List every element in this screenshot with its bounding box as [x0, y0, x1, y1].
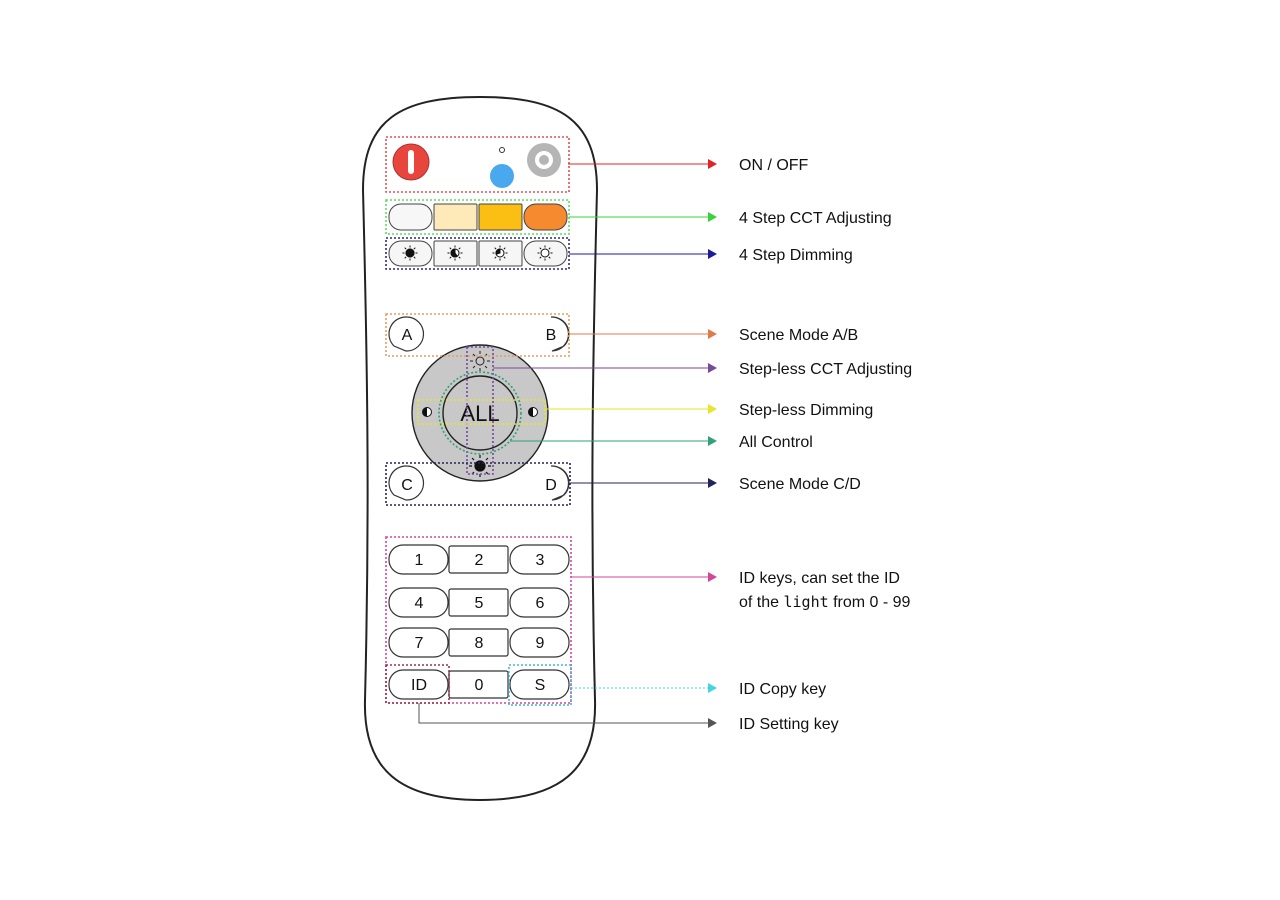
- stepless-cct-box: [466, 346, 494, 475]
- dim-step-button-3[interactable]: [478, 240, 523, 267]
- key-label: 0: [475, 677, 484, 694]
- arrowhead-icon: [708, 718, 717, 728]
- dim-group-box: [385, 237, 570, 270]
- scene-d-button[interactable]: D: [545, 465, 570, 501]
- key-8-button[interactable]: 8: [448, 628, 509, 657]
- all-control-box: [438, 371, 522, 455]
- arrowhead-icon: [708, 404, 717, 414]
- annotation-label: Step-less CCT Adjusting: [739, 361, 912, 378]
- annotation-label: Scene Mode A/B: [739, 327, 858, 344]
- annotation-3: Scene Mode A/B: [569, 327, 858, 344]
- mode-button[interactable]: [527, 143, 561, 177]
- id-setting-box: [385, 664, 450, 704]
- key-9-button[interactable]: 9: [509, 627, 570, 658]
- key-s-button[interactable]: S: [509, 669, 570, 700]
- annotation-1: 4 Step CCT Adjusting: [569, 210, 892, 227]
- svg-text:A: A: [402, 327, 413, 344]
- key-label: 1: [415, 552, 424, 569]
- key-7-button[interactable]: 7: [388, 627, 449, 658]
- indicator-led: [499, 147, 505, 153]
- brightness-icon: [492, 245, 508, 261]
- arrowhead-icon: [708, 572, 717, 582]
- key-4-button[interactable]: 4: [388, 587, 449, 618]
- annotation-label: 4 Step Dimming: [739, 247, 853, 264]
- brightness-icon: [447, 245, 463, 261]
- key-label: 3: [536, 552, 545, 569]
- cct-step-button-2[interactable]: [433, 203, 478, 231]
- dim-step-button-4[interactable]: [523, 240, 568, 267]
- key-3-button[interactable]: 3: [509, 544, 570, 575]
- annotation-7: Scene Mode C/D: [570, 476, 861, 493]
- arrowhead-icon: [708, 212, 717, 222]
- power-button[interactable]: [392, 143, 430, 181]
- svg-text:D: D: [545, 477, 557, 494]
- annotation-label: 4 Step CCT Adjusting: [739, 210, 892, 227]
- arrowhead-icon: [708, 436, 717, 446]
- key-label: 9: [536, 635, 545, 652]
- key-label: 6: [536, 595, 545, 612]
- cct-step-button-1[interactable]: [388, 203, 433, 231]
- key-label: 4: [415, 595, 424, 612]
- svg-text:C: C: [401, 477, 413, 494]
- arrowhead-icon: [708, 363, 717, 373]
- annotation-label-line2: of the light from 0 - 99: [739, 593, 911, 611]
- annotation-label: Step-less Dimming: [739, 402, 873, 419]
- annotation-10: ID Setting key: [418, 703, 839, 733]
- key-id-button[interactable]: ID: [388, 669, 449, 700]
- key-1-button[interactable]: 1: [388, 544, 449, 575]
- id-copy-box: [508, 664, 572, 706]
- brightness-icon: [402, 245, 418, 261]
- scene-a-button[interactable]: A: [388, 316, 425, 352]
- annotation-9: ID Copy key: [571, 681, 826, 698]
- dim-step-button-2[interactable]: [433, 240, 478, 267]
- svg-text:B: B: [546, 327, 557, 344]
- annotation-label: ON / OFF: [739, 157, 809, 174]
- key-0-button[interactable]: 0: [448, 670, 509, 699]
- leader-line: [418, 703, 708, 724]
- stepless-dim-box: [417, 399, 546, 425]
- scene-c-button[interactable]: C: [388, 465, 425, 501]
- arrowhead-icon: [708, 249, 717, 259]
- all-button[interactable]: ALL: [442, 375, 518, 451]
- annotation-2: 4 Step Dimming: [569, 247, 853, 264]
- onoff-group-box: [385, 136, 570, 193]
- arrowhead-icon: [708, 478, 717, 488]
- dim-step-button-1[interactable]: [388, 240, 433, 267]
- brightness-icon: [537, 245, 553, 261]
- dim-left-half-circle-icon[interactable]: [422, 407, 432, 417]
- key-5-button[interactable]: 5: [448, 588, 509, 617]
- key-6-button[interactable]: 6: [509, 587, 570, 618]
- indicator-button[interactable]: [490, 164, 514, 188]
- arrowhead-icon: [708, 329, 717, 339]
- scene-cd-box: [385, 462, 571, 506]
- annotation-label: ID keys, can set the ID: [739, 570, 900, 587]
- key-label: 8: [475, 635, 484, 652]
- key-label: 5: [475, 595, 484, 612]
- key-label: S: [535, 677, 546, 694]
- annotation-5: Step-less Dimming: [545, 402, 873, 419]
- cct-step-button-3[interactable]: [478, 203, 523, 231]
- scene-ab-box: [385, 313, 570, 357]
- annotation-6: All Control: [510, 434, 813, 451]
- annotation-label: All Control: [739, 434, 813, 451]
- arrowhead-icon: [708, 683, 717, 693]
- id-keys-box: [385, 536, 572, 704]
- scene-b-button[interactable]: B: [546, 316, 570, 352]
- arrowhead-icon: [708, 159, 717, 169]
- dim-right-half-circle-icon[interactable]: [528, 407, 538, 417]
- annotation-0: ON / OFF: [568, 157, 809, 174]
- key-2-button[interactable]: 2: [448, 545, 509, 574]
- cct-up-sun-icon[interactable]: [470, 351, 490, 371]
- annotation-label: ID Copy key: [739, 681, 826, 698]
- annotation-label: ID Setting key: [739, 716, 839, 733]
- key-label: 2: [475, 552, 484, 569]
- key-label: ID: [411, 677, 427, 694]
- annotation-4: Step-less CCT Adjusting: [493, 361, 912, 378]
- annotation-label: Scene Mode C/D: [739, 476, 861, 493]
- key-label: 7: [415, 635, 424, 652]
- annotation-8: ID keys, can set the ID of the light from…: [571, 570, 911, 611]
- cct-step-button-4[interactable]: [523, 203, 568, 231]
